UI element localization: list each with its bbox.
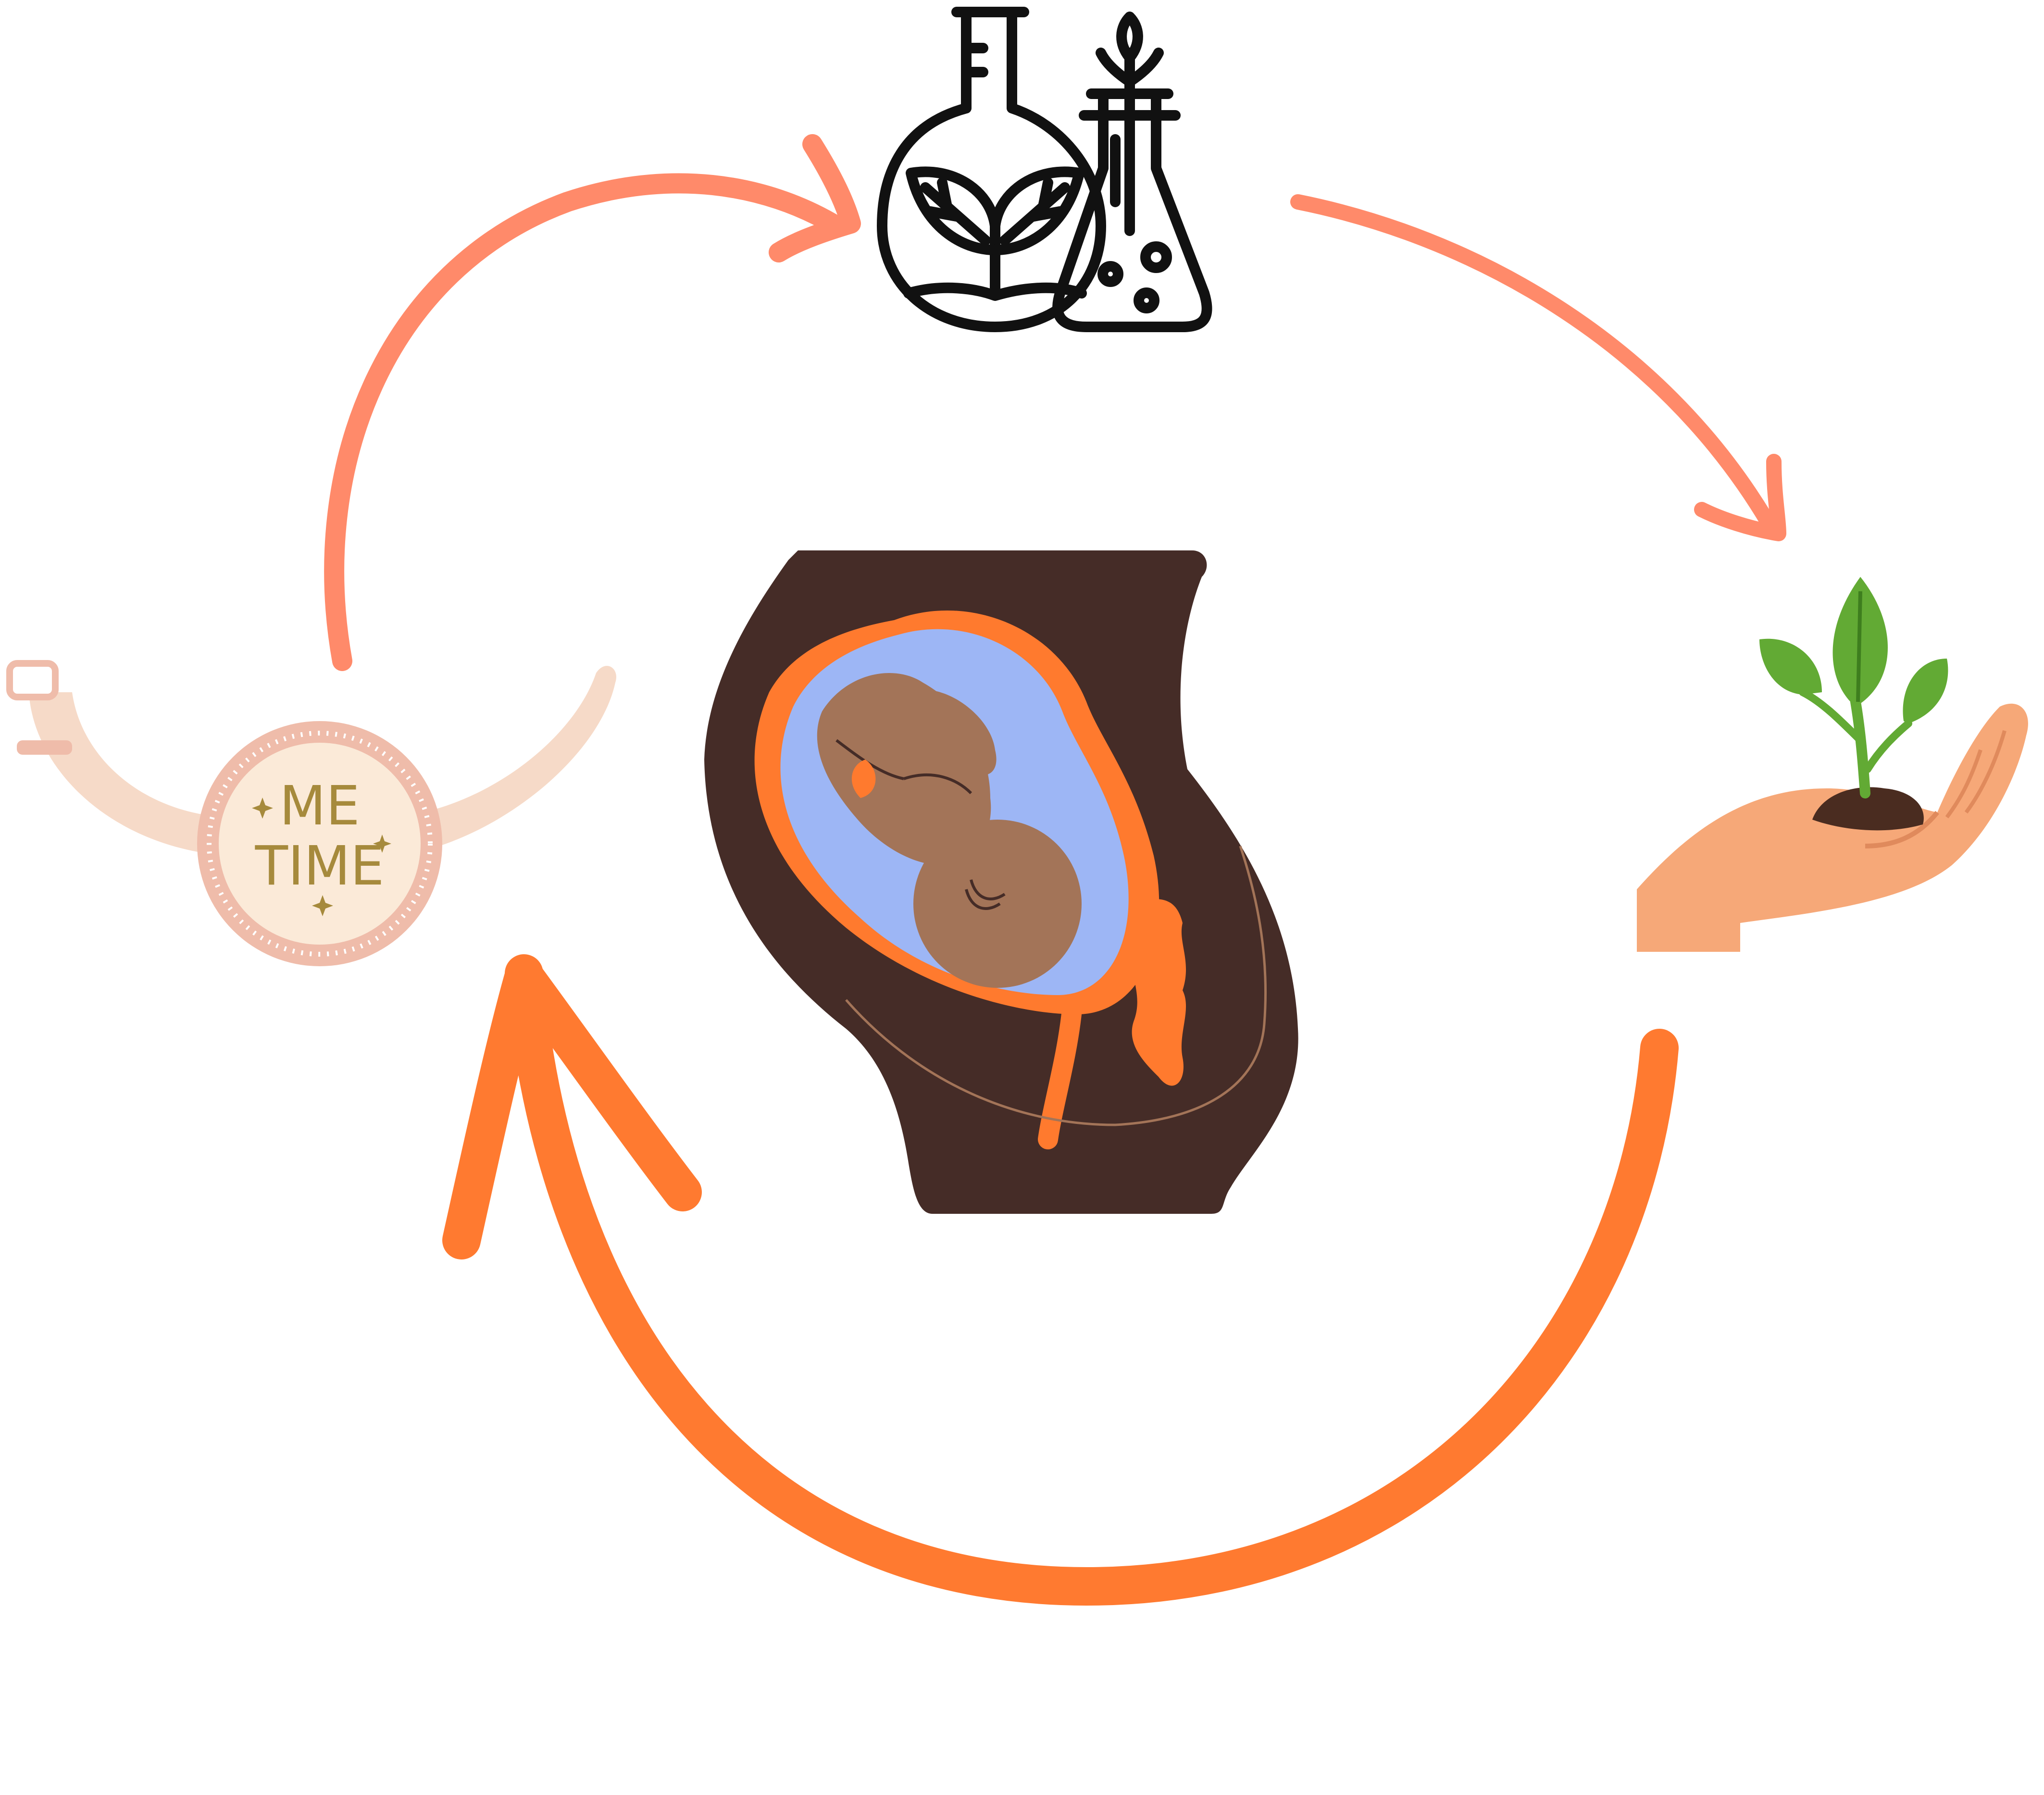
wristwatch-icon: ME TIME bbox=[6, 660, 616, 966]
pregnancy-womb-fetus-icon bbox=[704, 550, 1298, 1214]
arrow-sprout-to-me-time bbox=[442, 954, 1679, 1606]
watch-text-line1: ME bbox=[279, 775, 360, 837]
watch-text-line2: TIME bbox=[255, 835, 385, 898]
flask-with-plant-icon bbox=[877, 7, 1212, 332]
arrow-me-time-to-science bbox=[324, 134, 861, 671]
arrow-science-to-sprout bbox=[1290, 194, 1786, 541]
hand-holding-seedling-icon bbox=[1637, 577, 2028, 952]
